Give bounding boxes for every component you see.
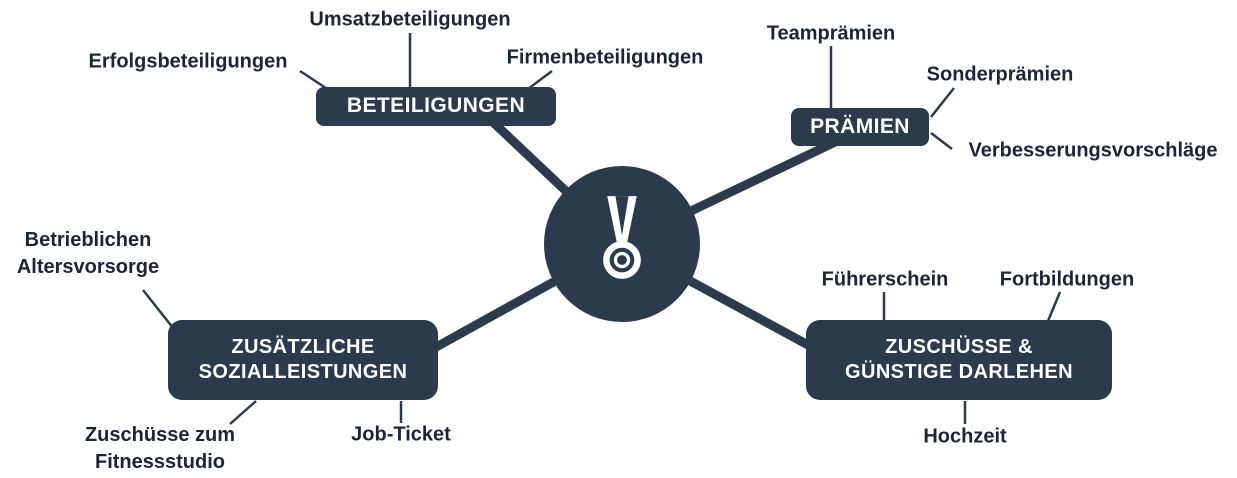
leaf-connector-verbesserungsvorschlaege	[930, 132, 953, 150]
leaf-erfolgsbeteiligungen: Erfolgsbeteiligungen	[88, 50, 288, 73]
leaf-sonderpraemien: Sonderprämien	[926, 63, 1074, 86]
medal-icon	[581, 190, 663, 299]
leaf-connector-firmenbeteiligungen	[527, 70, 553, 90]
center-node	[544, 166, 700, 322]
leaf-fortbildungen: Fortbildungen	[999, 268, 1135, 291]
branch-label: BETEILIGUNGEN	[346, 94, 526, 118]
branch-node-zuschuesse: ZUSCHÜSSE & GÜNSTIGE DARLEHEN	[806, 320, 1112, 400]
leaf-job-ticket: Job-Ticket	[351, 423, 451, 446]
branch-node-sozialleistungen: ZUSÄTZLICHE SOZIALLEISTUNGEN	[168, 320, 438, 400]
branch-label: ZUSCHÜSSE & GÜNSTIGE DARLEHEN	[845, 336, 1073, 383]
branch-label: PRÄMIEN	[810, 114, 910, 138]
leaf-fuehrerschein: Führerschein	[821, 268, 949, 291]
leaf-zuschuesse-fitnessstudio: Zuschüsse zum Fitnessstudio	[84, 424, 236, 473]
leaf-connector-sonderpraemien	[930, 87, 955, 118]
leaf-teampraemien: Teamprämien	[766, 22, 896, 45]
leaf-firmenbeteiligungen: Firmenbeteiligungen	[506, 46, 704, 69]
branch-label: ZUSÄTZLICHE SOZIALLEISTUNGEN	[198, 336, 408, 383]
leaf-verbesserungsvorschlaege: Verbesserungsvorschläge	[968, 139, 1218, 162]
leaf-betriebliche-altersvorsorge: Betrieblichen Altersvorsorge	[16, 229, 160, 278]
leaf-connector-fitnessstudio	[229, 400, 257, 425]
leaf-hochzeit: Hochzeit	[923, 425, 1007, 448]
branch-node-beteiligungen: BETEILIGUNGEN	[316, 87, 556, 126]
branch-node-praemien: PRÄMIEN	[791, 108, 929, 146]
leaf-umsatzbeteiligungen: Umsatzbeteiligungen	[309, 8, 511, 31]
leaf-connector-fortbildungen	[1046, 291, 1062, 322]
